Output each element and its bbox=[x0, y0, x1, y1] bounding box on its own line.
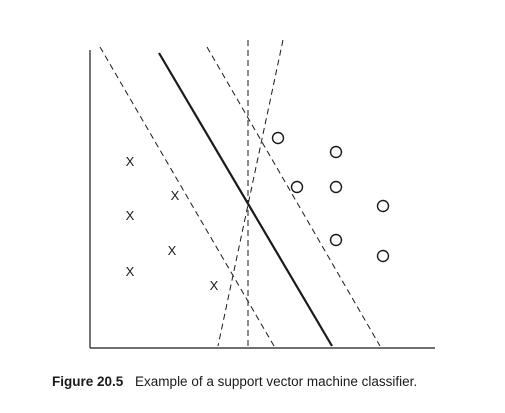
class-a-marker: X bbox=[126, 208, 135, 223]
margin-boundary-right bbox=[206, 46, 381, 347]
steep-separator bbox=[217, 39, 284, 347]
class-b-marker bbox=[329, 145, 343, 159]
class-b-points bbox=[271, 131, 390, 263]
class-b-marker bbox=[329, 180, 343, 194]
class-a-marker: X bbox=[171, 188, 180, 203]
class-a-marker: X bbox=[126, 154, 135, 169]
caption-text: Example of a support vector machine clas… bbox=[135, 374, 418, 389]
figure-caption: Figure 20.5 Example of a support vector … bbox=[52, 374, 502, 389]
margin-boundary-left bbox=[99, 46, 275, 347]
alternative-separators bbox=[217, 39, 284, 347]
class-a-marker: X bbox=[210, 278, 219, 293]
class-b-marker bbox=[329, 233, 343, 247]
class-b-marker bbox=[290, 180, 304, 194]
axes bbox=[89, 50, 435, 349]
class-b-marker bbox=[271, 131, 285, 145]
class-a-points: X X X X X X bbox=[126, 154, 219, 293]
class-a-marker: X bbox=[126, 264, 135, 279]
class-b-marker bbox=[376, 199, 390, 213]
class-b-marker bbox=[376, 249, 390, 263]
margin-lines bbox=[99, 46, 381, 347]
optimal-hyperplane bbox=[158, 52, 333, 347]
class-a-marker: X bbox=[168, 243, 177, 258]
figure-number: Figure 20.5 bbox=[52, 374, 124, 389]
